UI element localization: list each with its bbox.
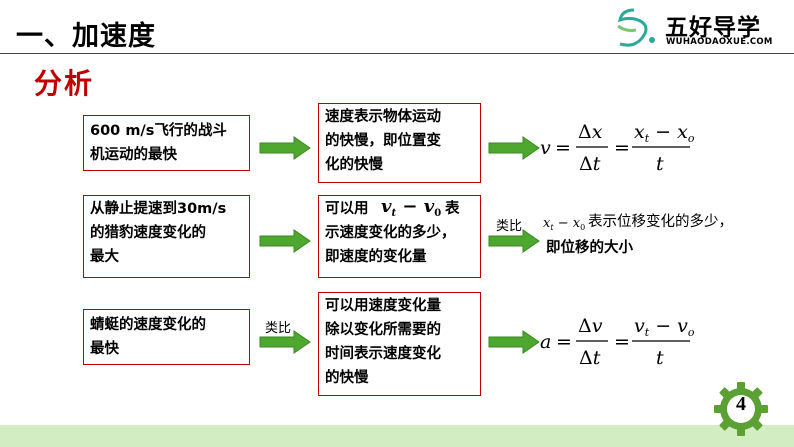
- svg-text:Δv: Δv: [578, 315, 603, 337]
- box-line: 从静止提速到30m/s: [90, 201, 227, 217]
- right-arrow-icon: [488, 330, 540, 354]
- box-line: 600 m/s飞行的战斗: [90, 123, 227, 139]
- svg-text:=: =: [555, 137, 571, 159]
- box-line: 化的快慢: [325, 157, 383, 173]
- box-text: 可以用: [325, 201, 369, 217]
- box-line: 可以用 vt − v0 表: [325, 196, 474, 221]
- box-line: 的快慢: [325, 370, 369, 386]
- logo-name: 五好导学: [665, 15, 761, 41]
- analogy-text: 表示位移变化的多少，: [588, 214, 733, 230]
- analysis-box-3: 可以用速度变化量 除以变化所需要的 时间表示速度变化 的快慢: [318, 292, 481, 396]
- svg-text:Δt: Δt: [579, 347, 601, 369]
- velocity-change-formula: vt − v0: [381, 196, 441, 218]
- svg-text:=: =: [614, 137, 630, 159]
- analogy-label: 类比: [496, 219, 523, 234]
- svg-text:Δt: Δt: [579, 153, 601, 175]
- box-line: 的快慢，即位置变: [325, 133, 441, 149]
- footer-bar: [0, 425, 794, 447]
- gear-icon: [714, 382, 768, 436]
- analogy-text: 即位移的大小: [546, 240, 633, 256]
- observation-box-3: 蜻蜓的速度变化的 最快: [83, 309, 250, 365]
- box-line: 速度表示物体运动: [325, 109, 441, 125]
- analysis-box-2: 可以用 vt − v0 表 示速度变化的多少， 即速度的变化量: [318, 195, 481, 278]
- velocity-formula: v = Δx Δt = xt − xo t: [540, 121, 695, 175]
- observation-box-2: 从静止提速到30m/s 的猎豹速度变化的 最大: [83, 195, 250, 278]
- box-text: 表: [445, 201, 460, 217]
- box-line: 示速度变化的多少，: [325, 225, 456, 241]
- svg-text:t: t: [656, 153, 664, 175]
- svg-text:vt − vo: vt − vo: [634, 315, 695, 339]
- right-arrow-icon: [259, 229, 311, 253]
- box-line: 最大: [90, 249, 119, 265]
- displacement-change-formula: xt − x0: [543, 216, 585, 232]
- svg-text:xt − xo: xt − xo: [634, 121, 695, 145]
- svg-text:=: =: [614, 331, 630, 353]
- header-divider: [0, 53, 794, 54]
- box-line: 时间表示速度变化: [325, 346, 441, 362]
- svg-text:v: v: [540, 137, 551, 159]
- analysis-box-1: 速度表示物体运动 的快慢，即位置变 化的快慢: [318, 103, 481, 183]
- analogy-label: 类比: [265, 321, 292, 336]
- box-line: 的猎豹速度变化的: [90, 225, 206, 241]
- box-line: 蜻蜓的速度变化的: [90, 317, 206, 333]
- right-arrow-icon: [259, 330, 311, 354]
- right-arrow-icon: [259, 136, 311, 160]
- acceleration-formula: a = Δv Δt = vt − vo t: [540, 315, 695, 369]
- observation-box-1: 600 m/s飞行的战斗 机运动的最快: [83, 115, 250, 171]
- logo-url: WUHAODAOXUE.COM: [666, 37, 773, 47]
- box-line: 最快: [90, 341, 119, 357]
- brand-logo-icon: [617, 8, 655, 47]
- box-line: 除以变化所需要的: [325, 322, 441, 338]
- right-arrow-icon: [488, 136, 540, 160]
- box-line: 即速度的变化量: [325, 249, 427, 265]
- svg-text:vt − v0: vt − v0: [381, 196, 441, 218]
- right-arrow-icon: [488, 229, 540, 253]
- page-title: 一、加速度: [16, 21, 156, 52]
- page-number: 4: [736, 393, 746, 415]
- svg-text:t: t: [656, 347, 664, 369]
- section-title: 分析: [34, 67, 95, 100]
- svg-text:a: a: [540, 331, 551, 353]
- svg-text:=: =: [556, 331, 572, 353]
- svg-text:xt − x0: xt − x0: [543, 216, 585, 232]
- box-line: 机运动的最快: [90, 147, 177, 163]
- box-line: 可以用速度变化量: [325, 298, 441, 314]
- svg-text:Δx: Δx: [578, 121, 603, 143]
